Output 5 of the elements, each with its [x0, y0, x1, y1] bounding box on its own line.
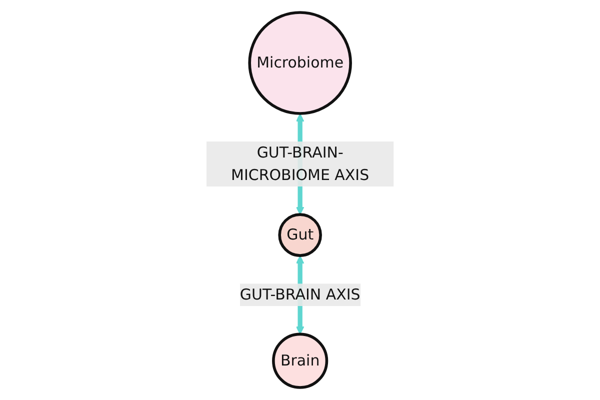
node-circle: Brain: [272, 332, 328, 389]
edge-label: GUT-BRAIN AXIS: [240, 286, 360, 304]
node-circle: Gut: [278, 213, 322, 257]
node-circle: Microbiome: [248, 11, 352, 115]
edge-label: GUT-BRAIN-MICROBIOME AXIS: [230, 143, 370, 184]
